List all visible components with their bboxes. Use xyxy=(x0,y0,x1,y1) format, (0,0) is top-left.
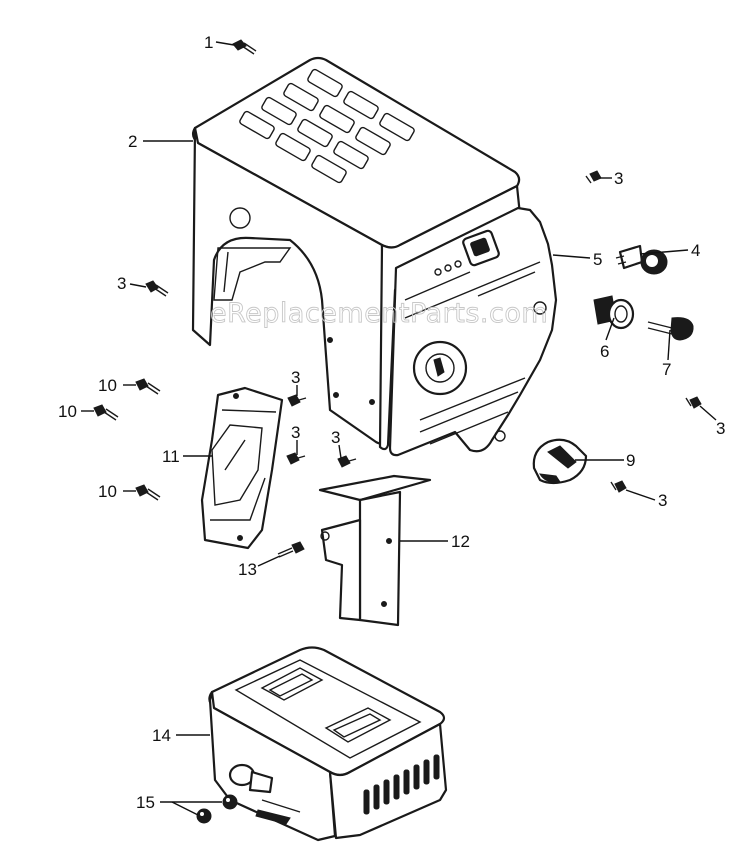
part-3-bolt-c xyxy=(287,394,307,407)
callout-13: 13 xyxy=(238,560,257,579)
part-10-bolt-a xyxy=(135,378,161,395)
part-3-bolt-e xyxy=(337,455,357,468)
callout-3-d: 3 xyxy=(291,423,300,442)
part-1-bolt xyxy=(232,39,257,55)
callout-14: 14 xyxy=(152,726,171,745)
part-3-bolt-d xyxy=(286,452,306,465)
part-9-cap xyxy=(532,438,588,485)
callout-3-b: 3 xyxy=(117,274,126,293)
callout-3-c: 3 xyxy=(291,368,300,387)
callout-1: 1 xyxy=(204,33,213,52)
part-10-bolt-c xyxy=(135,484,161,501)
part-3-bolt-f xyxy=(685,396,702,409)
callout-6: 6 xyxy=(600,342,609,361)
cover-side-hole xyxy=(229,207,251,229)
callout-12: 12 xyxy=(451,532,470,551)
part-7-knob xyxy=(647,317,694,341)
part-10-bolt-b xyxy=(93,404,119,421)
callout-3-g: 3 xyxy=(658,491,667,510)
callout-9: 9 xyxy=(626,451,635,470)
muffler-vent-slits xyxy=(363,754,440,815)
callout-15: 15 xyxy=(136,793,155,812)
callout-3-e: 3 xyxy=(331,428,340,447)
part-15-caps xyxy=(196,794,238,824)
callout-3-a: 3 xyxy=(614,169,623,188)
watermark-text: eReplacementParts.com xyxy=(210,298,548,329)
part-3-bolt-b xyxy=(145,280,169,297)
callout-10-a: 10 xyxy=(98,376,117,395)
callout-3-f: 3 xyxy=(716,419,725,438)
part-11-side-shield xyxy=(200,386,284,550)
part-14-muffler-cover xyxy=(208,646,448,842)
callout-10-b: 10 xyxy=(58,402,77,421)
part-4-plug xyxy=(615,244,668,275)
part-13-bolt xyxy=(277,541,305,558)
callout-11: 11 xyxy=(162,447,180,466)
part-3-bolt-a xyxy=(585,170,602,184)
callout-labels: 1 2 3 3 3 3 3 3 3 4 5 6 7 9 10 10 10 11 … xyxy=(58,33,725,812)
leader-lines xyxy=(81,41,717,816)
callout-4: 4 xyxy=(691,241,700,260)
part-12-bracket-plate xyxy=(318,474,432,627)
callout-5: 5 xyxy=(593,250,602,269)
callout-2: 2 xyxy=(128,132,137,151)
callout-10-c: 10 xyxy=(98,482,117,501)
callout-7: 7 xyxy=(662,360,671,379)
part-5-control-panel xyxy=(388,206,558,457)
part-3-bolt-g xyxy=(610,480,627,493)
cover-vent-grid xyxy=(239,68,415,184)
part-6-grommet xyxy=(593,295,635,330)
